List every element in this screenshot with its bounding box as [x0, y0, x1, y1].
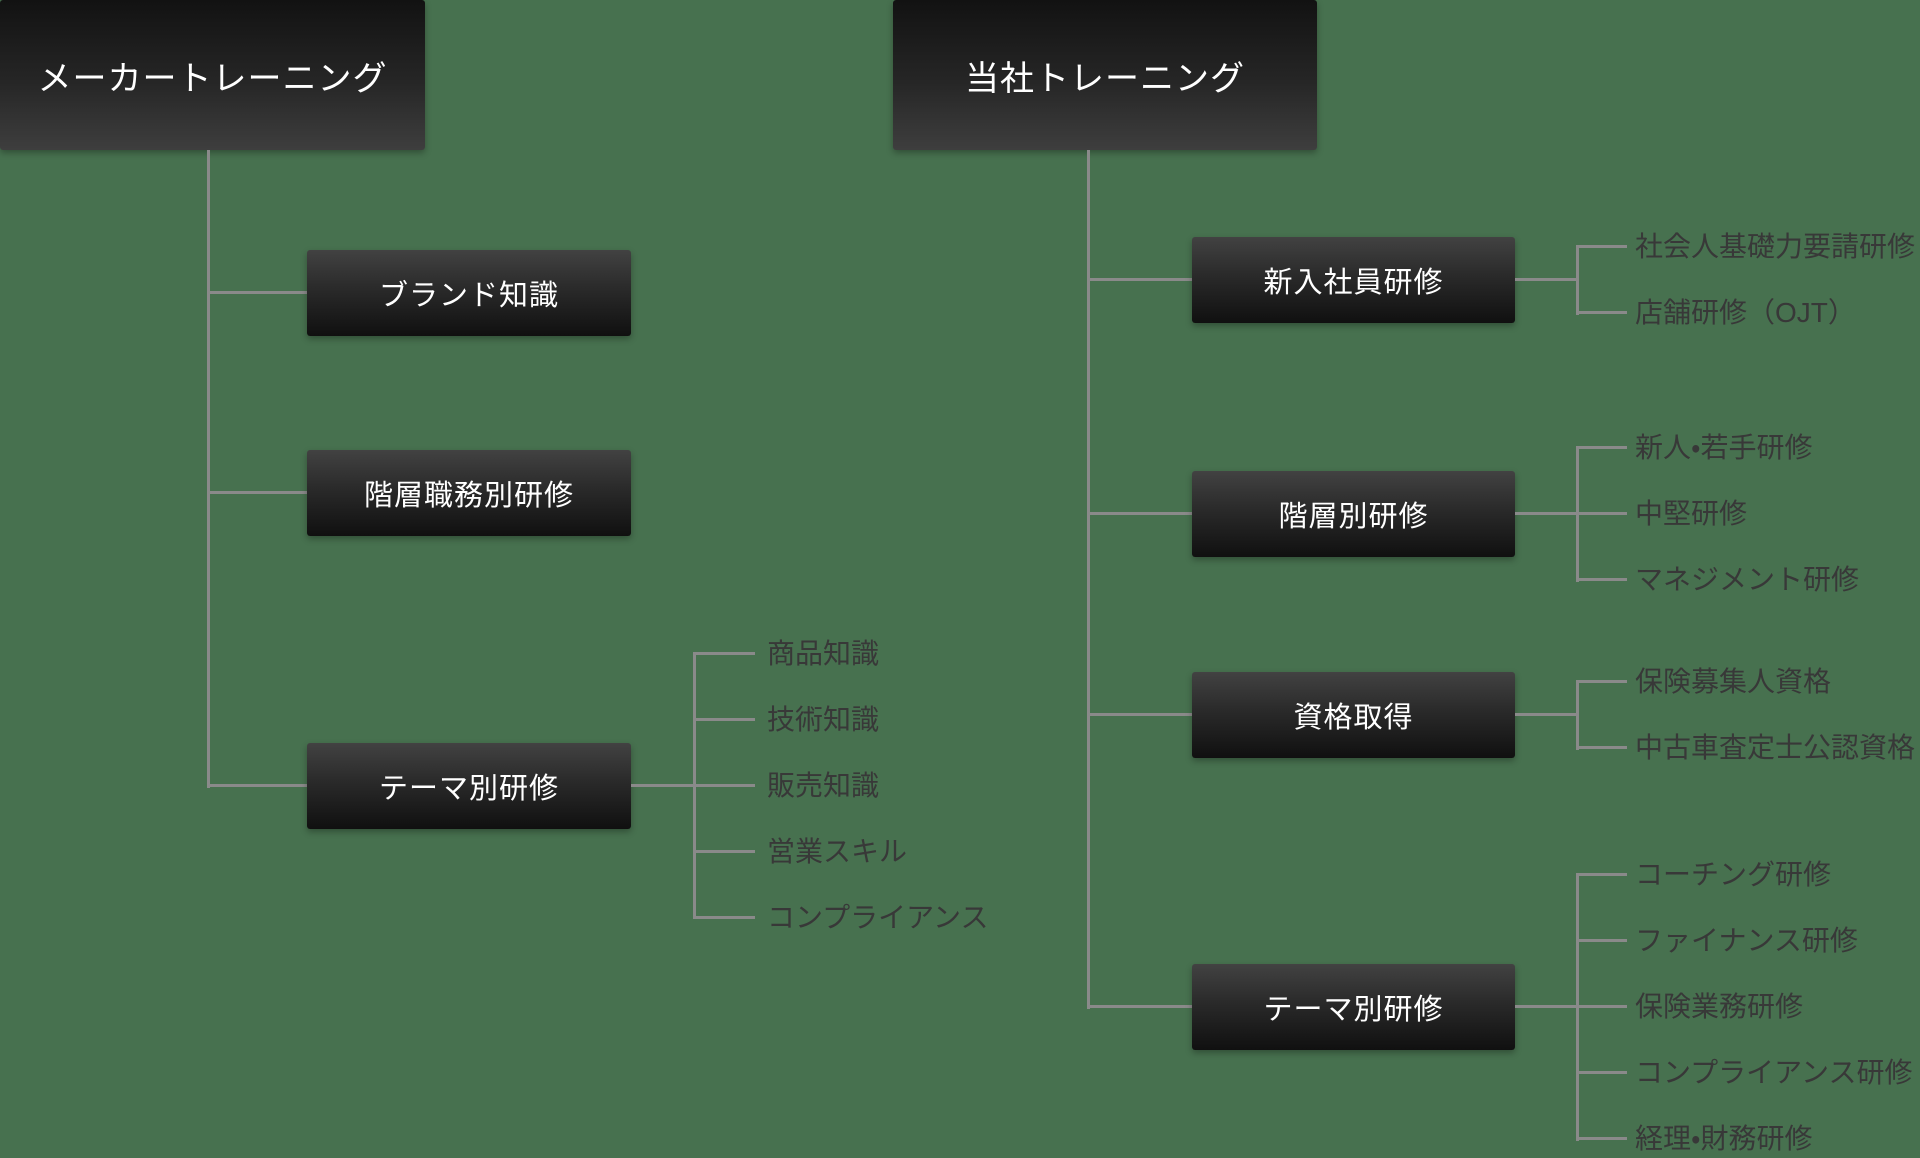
new-employee-training-box: 新入社員研修 [1192, 237, 1515, 323]
connector-line [1576, 245, 1579, 315]
leaf-newcomer-young-training: 新人・若手研修 [1635, 432, 1813, 463]
connector-line [1087, 278, 1192, 281]
connector-line [1087, 713, 1192, 716]
leaf-used-car-appraiser-qualification: 中古車査定士公認資格 [1635, 732, 1916, 763]
leaf-compliance: コンプライアンス [767, 902, 989, 933]
leaf-insurance-solicitor-qualification: 保険募集人資格 [1635, 666, 1832, 697]
layer-jobtype-training-box: 階層職務別研修 [307, 450, 631, 536]
leaf-midlevel-training: 中堅研修 [1635, 498, 1748, 529]
leaf-store-ojt-training: 店舗研修（OJT） [1635, 297, 1856, 328]
connector-line [631, 784, 695, 787]
connector-line [1576, 873, 1627, 876]
connector-line [1087, 512, 1192, 515]
connector-line [1576, 746, 1627, 749]
connector-line [1515, 278, 1578, 281]
theme-training-label-right: テーマ別研修 [1263, 994, 1444, 1026]
theme-training-box-left: テーマ別研修 [307, 743, 631, 829]
qualification-label: 資格取得 [1293, 702, 1414, 734]
leaf-management-training: マネジメント研修 [1635, 564, 1860, 595]
leaf-insurance-business-training: 保険業務研修 [1635, 991, 1804, 1022]
connector-line [693, 718, 755, 721]
leaf-sales-skill: 営業スキル [767, 836, 908, 867]
layer-training-label: 階層別研修 [1278, 501, 1429, 533]
connector-line [1576, 1005, 1627, 1008]
connector-line [1515, 1005, 1578, 1008]
connector-line [693, 784, 755, 787]
connector-line [1576, 1137, 1627, 1140]
theme-training-label-left: テーマ別研修 [378, 773, 559, 805]
layer-training-box: 階層別研修 [1192, 471, 1515, 557]
qualification-box: 資格取得 [1192, 672, 1515, 758]
connector-line [207, 491, 307, 494]
maker-training-root-box: メーカートレーニング [0, 0, 425, 150]
leaf-technical-knowledge: 技術知識 [767, 704, 880, 735]
connector-line [1576, 512, 1627, 515]
leaf-compliance-training: コンプライアンス研修 [1635, 1057, 1913, 1088]
connector-line [1515, 512, 1578, 515]
connector-line [693, 916, 755, 919]
leaf-product-knowledge: 商品知識 [767, 638, 880, 669]
leaf-sales-knowledge: 販売知識 [767, 770, 880, 801]
leaf-finance-training: ファイナンス研修 [1635, 925, 1858, 956]
connector-line [1087, 150, 1090, 1009]
connector-line [207, 291, 307, 294]
connector-line [1576, 578, 1627, 581]
connector-line [1576, 680, 1627, 683]
connector-line [1087, 1005, 1192, 1008]
connector-line [693, 850, 755, 853]
brand-knowledge-box: ブランド知識 [307, 250, 631, 336]
connector-line [1576, 311, 1627, 314]
connector-line [1576, 245, 1627, 248]
connector-line [1576, 939, 1627, 942]
maker-training-root-label: メーカートレーニング [37, 59, 388, 98]
layer-jobtype-training-label: 階層職務別研修 [363, 480, 574, 512]
leaf-coaching-training: コーチング研修 [1635, 859, 1832, 890]
connector-line [207, 784, 307, 787]
connector-line [1576, 680, 1579, 750]
connector-line [693, 652, 755, 655]
connector-line [1576, 446, 1627, 449]
leaf-basic-business-skills-training: 社会人基礎力要請研修 [1635, 231, 1916, 262]
connector-line [1576, 1071, 1627, 1074]
connector-line [1515, 713, 1578, 716]
connector-line [207, 150, 210, 788]
company-training-root-label: 当社トレーニング [965, 59, 1245, 98]
theme-training-box-right: テーマ別研修 [1192, 964, 1515, 1050]
brand-knowledge-label: ブランド知識 [378, 280, 559, 312]
company-training-root-box: 当社トレーニング [893, 0, 1317, 150]
new-employee-training-label: 新入社員研修 [1263, 267, 1444, 299]
leaf-accounting-finance-training: 経理・財務研修 [1635, 1123, 1813, 1154]
